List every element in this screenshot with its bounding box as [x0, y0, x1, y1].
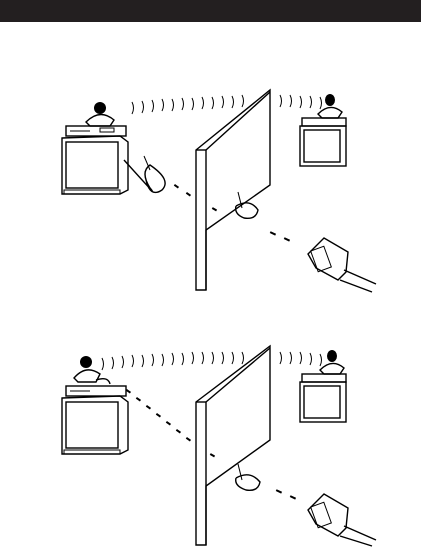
sender-tv: [62, 396, 128, 454]
ir-beam: [174, 184, 290, 242]
radio-waves: [132, 95, 322, 114]
header-bar: [0, 0, 421, 22]
receiver-tv: [300, 126, 346, 166]
receiver-antenna: [320, 350, 344, 374]
diagram-bottom: [0, 340, 421, 547]
remote-control: [308, 494, 376, 546]
receiver-tv: [300, 382, 346, 422]
ir-extender-cable: [124, 156, 165, 192]
diagram-top: [0, 80, 421, 300]
receiver-vcr: [302, 374, 346, 382]
sender-tv: [62, 136, 128, 194]
remote-control: [308, 238, 376, 292]
receiver-vcr: [302, 118, 346, 126]
dish-antenna: [86, 102, 114, 126]
dish-antenna: [74, 356, 110, 384]
wall: [196, 90, 270, 290]
ir-extender-eye: [236, 464, 260, 490]
radio-waves: [102, 352, 322, 370]
vcr: [66, 386, 126, 396]
wall: [196, 346, 270, 545]
vcr: [66, 126, 126, 136]
